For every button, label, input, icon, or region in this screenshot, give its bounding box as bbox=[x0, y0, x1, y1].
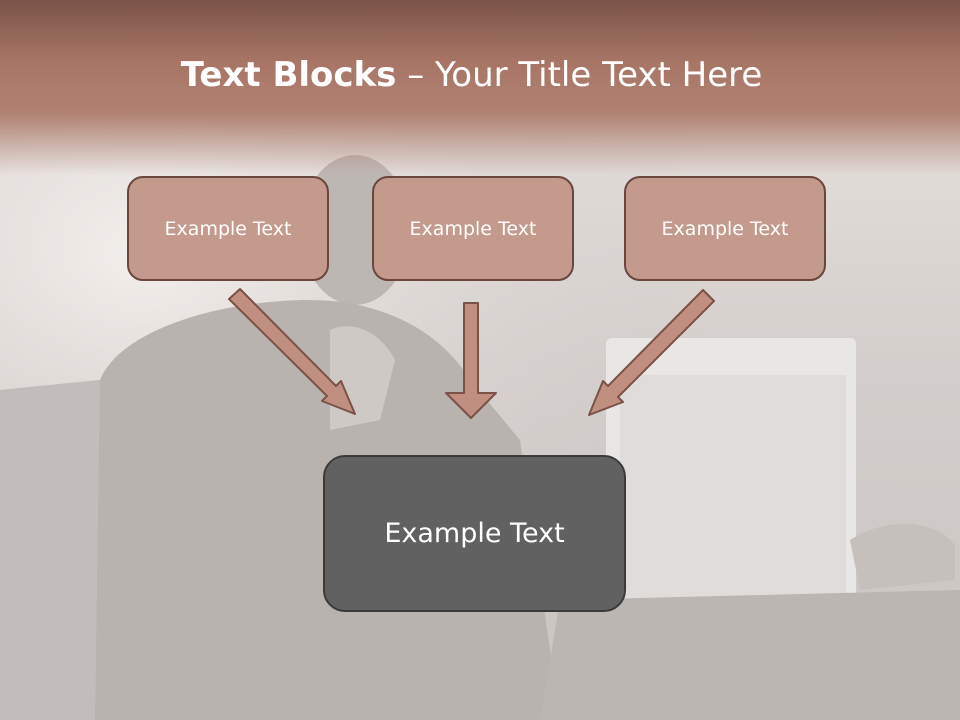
arrow-right bbox=[588, 289, 715, 416]
title-bold: Text Blocks bbox=[180, 55, 397, 95]
arrow-center bbox=[445, 302, 497, 419]
title-dash: – bbox=[396, 55, 436, 95]
slide-title: Text Blocks – Your Title Text Here bbox=[0, 54, 943, 96]
text-block-3[interactable]: Example Text bbox=[624, 176, 826, 281]
main-text-block[interactable]: Example Text bbox=[323, 455, 626, 612]
main-text-block-label: Example Text bbox=[384, 518, 565, 549]
text-block-3-label: Example Text bbox=[661, 217, 789, 240]
text-block-2[interactable]: Example Text bbox=[372, 176, 574, 281]
text-block-1-label: Example Text bbox=[164, 217, 292, 240]
title-rest: Your Title Text Here bbox=[435, 55, 763, 95]
text-block-1[interactable]: Example Text bbox=[127, 176, 329, 281]
arrow-left bbox=[228, 288, 356, 415]
text-block-2-label: Example Text bbox=[409, 217, 537, 240]
title-band bbox=[0, 0, 960, 175]
